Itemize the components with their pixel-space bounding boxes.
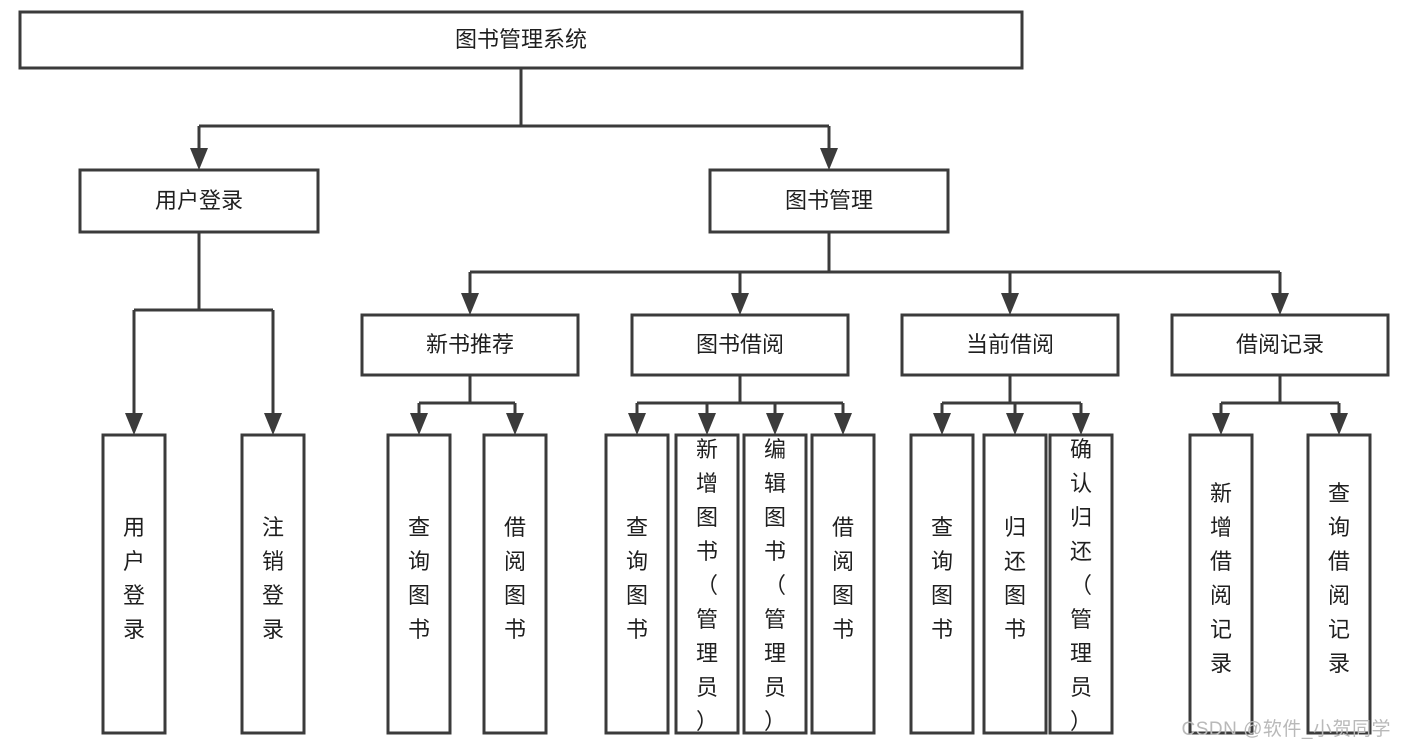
node-box-borrow-record [1170,313,1390,377]
node-label-query-book-2: 查询图书 [626,515,648,642]
arrow-head-icon [190,148,208,170]
arrow-head-icon [125,413,143,435]
node-box-user-logout [240,433,306,735]
arrow-head-icon [1072,413,1090,435]
arrow-head-icon [264,413,282,435]
arrow-head-icon [410,413,428,435]
connector-layer [125,68,1348,435]
node-label-root: 图书管理系统 [455,27,587,52]
arrow-head-icon [461,293,479,315]
node-label-edit-book: 编辑图书（管理员） [764,437,786,734]
node-book-borrow[interactable]: 图书借阅 [630,313,850,377]
node-add-borrow-record[interactable]: 新增借阅记录 [1188,433,1254,735]
node-box-book-manage [708,168,950,234]
node-user-login-do[interactable]: 用户登录 [101,433,167,735]
node-label-book-manage: 图书管理 [785,188,873,213]
node-label-confirm-return: 确认归还（管理员） [1070,437,1092,734]
node-box-book-borrow [630,313,850,377]
node-box-current-borrow [900,313,1120,377]
node-label-return-book: 归还图书 [1004,515,1026,642]
node-label-new-book-recommend: 新书推荐 [426,332,514,357]
node-label-book-borrow: 图书借阅 [696,332,784,357]
arrow-head-icon [1006,413,1024,435]
node-label-query-borrow-record: 查询借阅记录 [1328,481,1350,676]
node-borrow-book-2[interactable]: 借阅图书 [810,433,876,735]
node-edit-book[interactable]: 编辑图书（管理员） [742,433,808,735]
node-label-add-book: 新增图书（管理员） [696,437,718,734]
node-box-query-book-2 [604,433,670,735]
node-box-user-login [78,168,320,234]
arrow-head-icon [1212,413,1230,435]
node-box-add-book [674,433,740,735]
arrow-head-icon [628,413,646,435]
arrow-head-icon [820,148,838,170]
node-box-query-book-1 [386,433,452,735]
node-query-book-3[interactable]: 查询图书 [909,433,975,735]
node-box-edit-book [742,433,808,735]
arrow-head-icon [933,413,951,435]
node-borrow-record[interactable]: 借阅记录 [1170,313,1390,377]
node-box-query-book-3 [909,433,975,735]
arrow-head-icon [698,413,716,435]
node-box-new-book-recommend [360,313,580,377]
node-layer: 图书管理系统用户登录图书管理用户登录注销登录新书推荐图书借阅当前借阅借阅记录查询… [18,10,1390,735]
node-confirm-return[interactable]: 确认归还（管理员） [1048,433,1114,735]
node-label-borrow-record: 借阅记录 [1236,332,1324,357]
arrow-head-icon [1271,293,1289,315]
node-label-user-login-do: 用户登录 [123,515,145,642]
node-query-book-1[interactable]: 查询图书 [386,433,452,735]
node-box-borrow-book-2 [810,433,876,735]
node-label-add-borrow-record: 新增借阅记录 [1210,481,1232,676]
arrow-head-icon [731,293,749,315]
node-user-logout[interactable]: 注销登录 [240,433,306,735]
node-user-login[interactable]: 用户登录 [78,168,320,234]
node-label-query-book-1: 查询图书 [408,515,430,642]
node-box-add-borrow-record [1188,433,1254,735]
watermark: CSDN @软件_小贺同学 [1181,719,1391,740]
arrow-head-icon [1330,413,1348,435]
node-box-root [18,10,1024,70]
node-return-book[interactable]: 归还图书 [982,433,1048,735]
node-borrow-book-1[interactable]: 借阅图书 [482,433,548,735]
node-current-borrow[interactable]: 当前借阅 [900,313,1120,377]
arrow-head-icon [506,413,524,435]
node-box-borrow-book-1 [482,433,548,735]
node-query-borrow-record[interactable]: 查询借阅记录 [1306,433,1372,735]
node-box-confirm-return [1048,433,1114,735]
node-book-manage[interactable]: 图书管理 [708,168,950,234]
node-label-current-borrow: 当前借阅 [966,332,1054,357]
arrow-head-icon [1001,293,1019,315]
node-label-user-logout: 注销登录 [262,515,284,642]
arrow-head-icon [766,413,784,435]
node-label-query-book-3: 查询图书 [931,515,953,642]
node-root[interactable]: 图书管理系统 [18,10,1024,70]
node-add-book[interactable]: 新增图书（管理员） [674,433,740,735]
node-query-book-2[interactable]: 查询图书 [604,433,670,735]
node-new-book-recommend[interactable]: 新书推荐 [360,313,580,377]
node-label-borrow-book-1: 借阅图书 [504,515,526,642]
node-box-user-login-do [101,433,167,735]
node-box-query-borrow-record [1306,433,1372,735]
node-label-borrow-book-2: 借阅图书 [832,515,854,642]
node-box-return-book [982,433,1048,735]
arrow-head-icon [834,413,852,435]
node-label-user-login: 用户登录 [155,188,243,213]
